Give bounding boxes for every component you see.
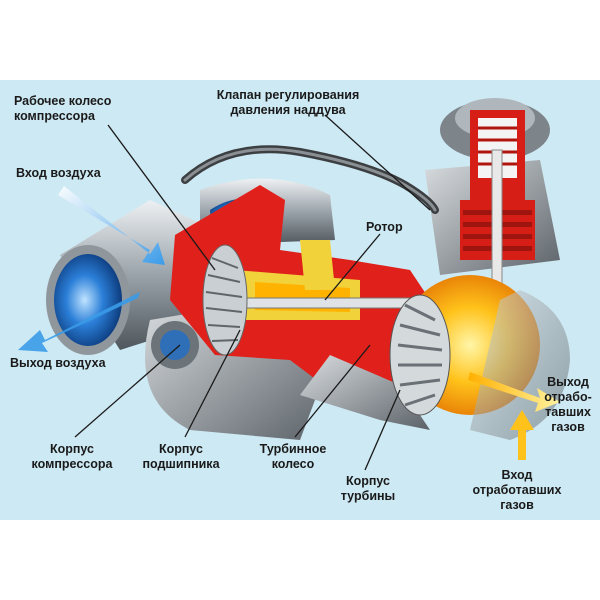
compressor-wheel-shape bbox=[202, 244, 248, 356]
label-turbine-housing: Корпус турбины bbox=[340, 474, 396, 503]
leader-lines bbox=[74, 114, 431, 471]
exhaust-inlet-arrow bbox=[510, 410, 534, 460]
exhaust-outlet-arrow bbox=[468, 372, 560, 412]
label-boost-valve: Клапан регулирования давления наддува bbox=[216, 88, 360, 117]
label-exhaust-outlet: Выход отрабо- тавших газов bbox=[544, 375, 592, 434]
air-inlet-arrow bbox=[58, 186, 165, 265]
air-outlet-arrow bbox=[18, 292, 140, 352]
wastegate-actuator bbox=[425, 98, 560, 301]
label-air-inlet: Вход воздуха bbox=[16, 166, 101, 180]
label-rotor: Ротор bbox=[366, 220, 403, 234]
label-turbine-wheel: Турбинное колесо bbox=[259, 442, 327, 471]
label-exhaust-inlet: Вход отработавших газов bbox=[472, 468, 562, 512]
label-compressor-housing: Корпус компрессора bbox=[31, 442, 113, 471]
flow-arrows bbox=[18, 186, 560, 460]
label-air-outlet: Выход воздуха bbox=[10, 356, 106, 370]
label-compressor-wheel: Рабочее колесо компрессора bbox=[14, 94, 112, 123]
label-bearing-housing: Корпус подшипника bbox=[142, 442, 220, 471]
turbine-wheel-shape bbox=[389, 275, 570, 440]
